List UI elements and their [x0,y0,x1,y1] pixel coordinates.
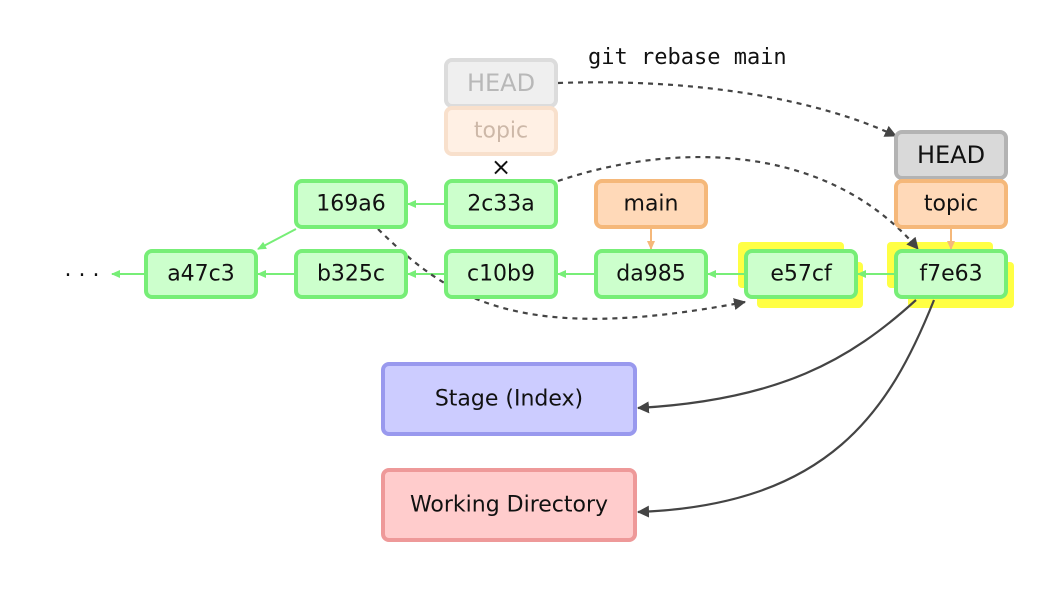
new-topic-label: topic [924,192,978,217]
new-topic-ref: topic [894,179,1008,229]
commit-f7e63-label: f7e63 [919,262,982,287]
commit-a47c3-label: a47c3 [167,262,235,287]
arrow-2c33a-to-f7e63 [557,156,919,250]
stage-index-label: Stage (Index) [435,387,583,412]
new-head-ref: HEAD [894,130,1008,180]
main-branch-ref: main [594,179,708,229]
commit-da985-label: da985 [616,262,685,287]
new-head-label: HEAD [917,141,985,169]
main-branch-label: main [624,192,679,217]
stage-index-box: Stage (Index) [381,362,637,436]
old-topic-label: topic [474,119,528,144]
commit-2c33a: 2c33a [444,179,558,229]
commit-b325c-label: b325c [317,262,385,287]
arrow-f7e63-to-stage [637,299,917,414]
commit-f7e63: f7e63 [894,249,1008,299]
rebase-command: git rebase main [588,45,787,70]
commit-2c33a-label: 2c33a [467,192,535,217]
old-head-ref: HEAD [444,58,558,108]
discarded-mark: × [491,153,511,181]
commit-c10b9-label: c10b9 [467,262,535,287]
old-head-label: HEAD [467,69,535,97]
commit-a47c3: a47c3 [144,249,258,299]
commit-e57cf: e57cf [744,249,858,299]
old-topic-ref: topic [444,106,558,156]
history-ellipsis: · · · [65,264,100,289]
arrow-head-move [557,81,897,137]
commit-169a6: 169a6 [294,179,408,229]
commit-169a6-label: 169a6 [316,192,385,217]
arrow-f7e63-to-workdir [637,299,936,518]
arrow-169a6-a47c3 [257,228,297,250]
working-directory-box: Working Directory [381,468,637,542]
commit-b325c: b325c [294,249,408,299]
commit-da985: da985 [594,249,708,299]
commit-c10b9: c10b9 [444,249,558,299]
commit-e57cf-label: e57cf [770,262,833,287]
working-directory-label: Working Directory [410,493,608,518]
